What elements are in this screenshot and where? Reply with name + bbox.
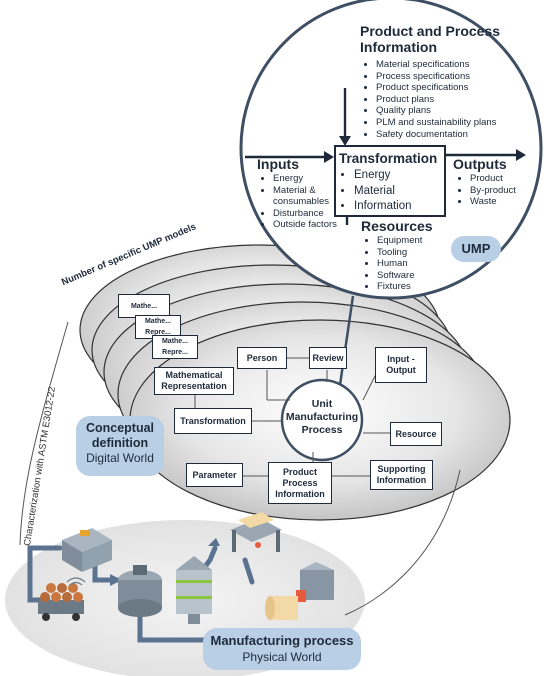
link-curve (344, 469, 461, 616)
list-item: By-product (470, 185, 540, 197)
list-item: Outside factors (273, 219, 353, 231)
list-item: Material (354, 184, 412, 200)
list-item: Product (470, 173, 540, 185)
list-item: Process specifications (376, 71, 526, 83)
review-box: Review (309, 347, 347, 369)
list-item: Equipment (377, 235, 457, 247)
list-item: PLM and sustainability plans (376, 117, 526, 129)
product-process-list: Material specifications Process specific… (362, 59, 526, 140)
math-rep-box: Mathematical Representation (154, 367, 234, 395)
list-item: Disturbance (273, 208, 353, 220)
conceptual-subtitle: Digital World (86, 451, 154, 465)
list-item: Software (377, 270, 457, 282)
list-item: Material specifications (376, 59, 526, 71)
ump-badge: UMP (451, 236, 501, 262)
conceptual-definition-badge: Conceptual definition Digital World (76, 416, 164, 476)
characterization-bracket (19, 321, 69, 546)
transformation-box: Transformation Energy Material Informati… (334, 145, 446, 217)
conceptual-title: Conceptual definition (85, 421, 155, 450)
list-item: Waste (470, 196, 540, 208)
conveyor-arrow-1 (110, 574, 122, 586)
manufacturing-subtitle: Physical World (242, 650, 322, 664)
resource-box: Resource (390, 422, 442, 446)
back-model-label: Mathe... Repre... (161, 338, 189, 356)
transformation-title: Transformation (339, 151, 438, 166)
list-item: Information (354, 199, 412, 215)
mixer-icon (118, 565, 162, 617)
back-model-box-3: Mathe... Repre... (152, 335, 198, 359)
list-item: Product plans (376, 94, 526, 106)
ump-center-label: Unit Manufacturing Process (285, 398, 359, 436)
list-item: Energy (354, 168, 412, 184)
supporting-info-box: Supporting Information (370, 460, 433, 490)
ppi-box: Product Process Information (268, 462, 332, 504)
parameter-box: Parameter (186, 463, 243, 487)
back-model-label: Mathe... (130, 302, 158, 310)
transformation-list: Energy Material Information (340, 168, 412, 215)
wifi-icon (66, 577, 86, 586)
person-box: Person (237, 347, 287, 369)
transformation-model-box: Transformation (174, 408, 252, 434)
resources-title: Resources (361, 218, 433, 234)
input-output-box: Input - Output (375, 347, 427, 383)
list-item: Quality plans (376, 105, 526, 117)
log-cart-icon (38, 583, 84, 621)
paper-roll-machine-icon (265, 562, 334, 620)
inputs-list: Energy Material & consumables Disturbanc… (259, 173, 353, 231)
assembly-station-icon (230, 512, 282, 552)
inputs-title: Inputs (257, 156, 299, 172)
list-item: Fixtures (377, 281, 457, 293)
list-item: Product specifications (376, 82, 526, 94)
list-item: Energy (273, 173, 353, 185)
outputs-title: Outputs (453, 156, 507, 172)
cutting-machine-icon (62, 528, 112, 572)
list-item: Safety documentation (376, 129, 526, 141)
list-item: Human (377, 258, 457, 270)
ump-highlight-circle (280, 378, 364, 462)
product-process-title: Product and Process Information (360, 23, 501, 55)
list-item: Tooling (377, 247, 457, 259)
manufacturing-title: Manufacturing process (210, 633, 354, 648)
outputs-list: Product By-product Waste (456, 173, 540, 208)
zoom-connector (338, 295, 355, 386)
silo-icon (176, 556, 212, 624)
conveyor-arrow-2 (208, 538, 220, 546)
back-model-label: Mathe... Repre... (144, 318, 172, 336)
resources-list: Equipment Tooling Human Software Fixture… (363, 235, 457, 293)
list-item: Material & consumables (273, 185, 353, 208)
manufacturing-process-badge: Manufacturing process Physical World (203, 628, 361, 670)
